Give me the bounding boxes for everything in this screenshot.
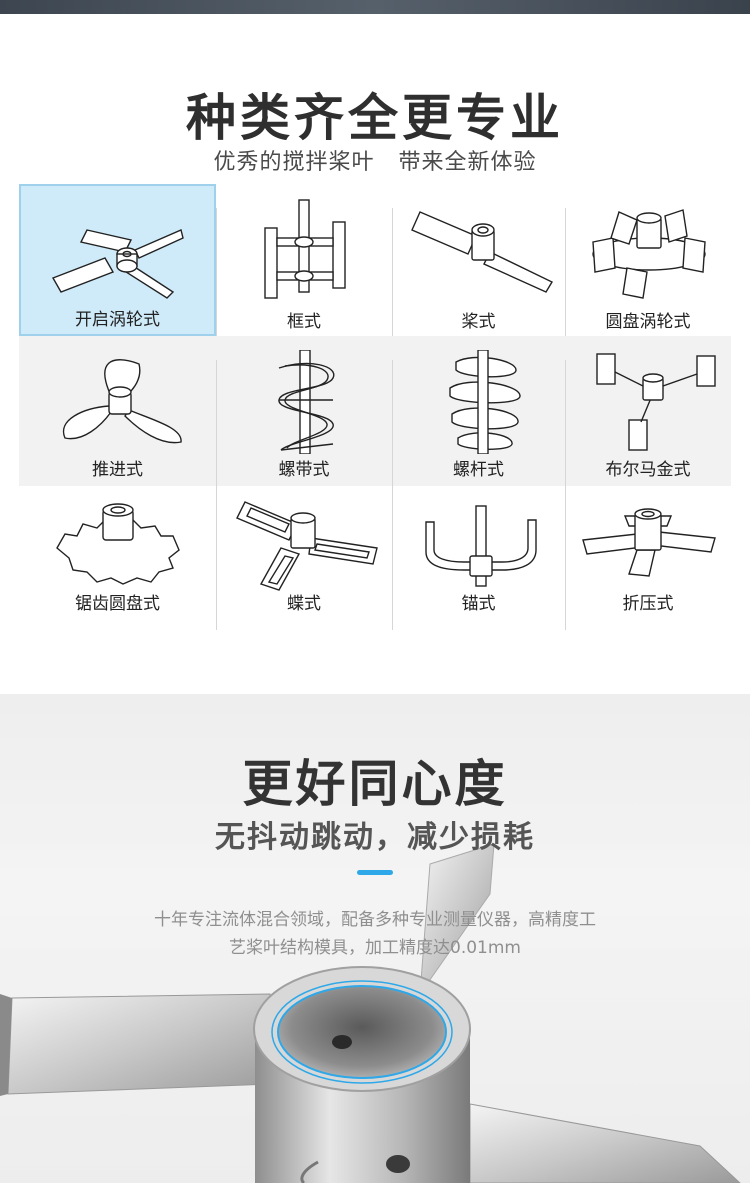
impeller-item-paddle[interactable]: 桨式 <box>392 184 565 336</box>
impeller-item-propeller[interactable]: 推进式 <box>19 336 216 486</box>
impeller-types-section: 种类齐全更专业 优秀的搅拌桨叶 带来全新体验 开启涡轮式 <box>0 14 750 694</box>
section-subtitle: 优秀的搅拌桨叶 带来全新体验 <box>213 150 537 175</box>
section-subtitle: 无抖动跳动，减少损耗 <box>215 820 535 855</box>
brumagin-impeller-icon <box>596 353 716 451</box>
cell-divider <box>216 360 217 486</box>
cell-divider <box>392 486 393 630</box>
section-title: 种类齐全更专业 <box>186 89 564 147</box>
impeller-item-helical-ribbon[interactable]: 螺带式 <box>216 336 392 486</box>
impeller-label: 推进式 <box>92 460 143 480</box>
impeller-item-brumagin[interactable]: 布尔马金式 <box>565 336 731 486</box>
stainless-impeller-hub-photo <box>0 843 741 1183</box>
screw-impeller-icon <box>448 350 521 454</box>
impeller-item-screw[interactable]: 螺杆式 <box>392 336 565 486</box>
impeller-item-pitched-blade[interactable]: 折压式 <box>565 486 731 630</box>
section-title: 更好同心度 <box>242 755 508 813</box>
impeller-item-sawtooth-disc[interactable]: 锯齿圆盘式 <box>19 486 216 630</box>
impeller-label: 螺杆式 <box>453 460 504 480</box>
impeller-label: 折压式 <box>622 594 674 614</box>
butterfly-impeller-icon <box>236 501 378 591</box>
cell-divider <box>216 208 217 336</box>
concentricity-section: 更好同心度 无抖动跳动，减少损耗 十年专注流体混合领域，配备多种专业测量仪器，高… <box>0 694 750 1183</box>
disc-turbine-impeller-icon <box>592 209 706 299</box>
impeller-grid: 开启涡轮式 框式 <box>19 184 731 630</box>
cell-divider <box>392 360 393 486</box>
impeller-item-frame[interactable]: 框式 <box>216 184 392 336</box>
propeller-impeller-icon <box>62 359 182 444</box>
cell-divider <box>565 360 566 486</box>
impeller-label: 布尔马金式 <box>605 460 691 480</box>
impeller-label: 螺带式 <box>278 460 330 480</box>
open-turbine-impeller-icon <box>51 229 184 299</box>
anchor-impeller-icon <box>424 505 537 587</box>
section-description: 十年专注流体混合领域，配备多种专业测量仪器，高精度工艺桨叶结构模具，加工精度达0… <box>154 910 596 958</box>
impeller-label: 蝶式 <box>287 594 321 614</box>
cell-divider <box>216 486 217 630</box>
cell-divider <box>392 208 393 336</box>
cell-divider <box>565 208 566 336</box>
impeller-label: 圆盘涡轮式 <box>605 312 691 332</box>
paddle-impeller-icon <box>410 211 553 293</box>
impeller-label: 锚式 <box>461 594 496 614</box>
helical-ribbon-impeller-icon <box>278 350 335 454</box>
impeller-item-anchor[interactable]: 锚式 <box>392 486 565 630</box>
top-banner-strip <box>0 0 750 14</box>
impeller-label: 框式 <box>287 312 321 332</box>
accent-bar <box>357 870 393 875</box>
pitched-blade-impeller-icon <box>582 508 716 577</box>
impeller-item-disc-turbine[interactable]: 圆盘涡轮式 <box>565 184 731 336</box>
cell-divider <box>565 486 566 630</box>
impeller-item-butterfly[interactable]: 蝶式 <box>216 486 392 630</box>
frame-impeller-icon <box>264 199 346 299</box>
impeller-item-open-turbine[interactable]: 开启涡轮式 <box>19 184 216 336</box>
impeller-label: 锯齿圆盘式 <box>75 594 160 614</box>
impeller-label: 开启涡轮式 <box>75 310 160 330</box>
sawtooth-disc-impeller-icon <box>55 503 180 585</box>
impeller-label: 桨式 <box>461 312 496 332</box>
